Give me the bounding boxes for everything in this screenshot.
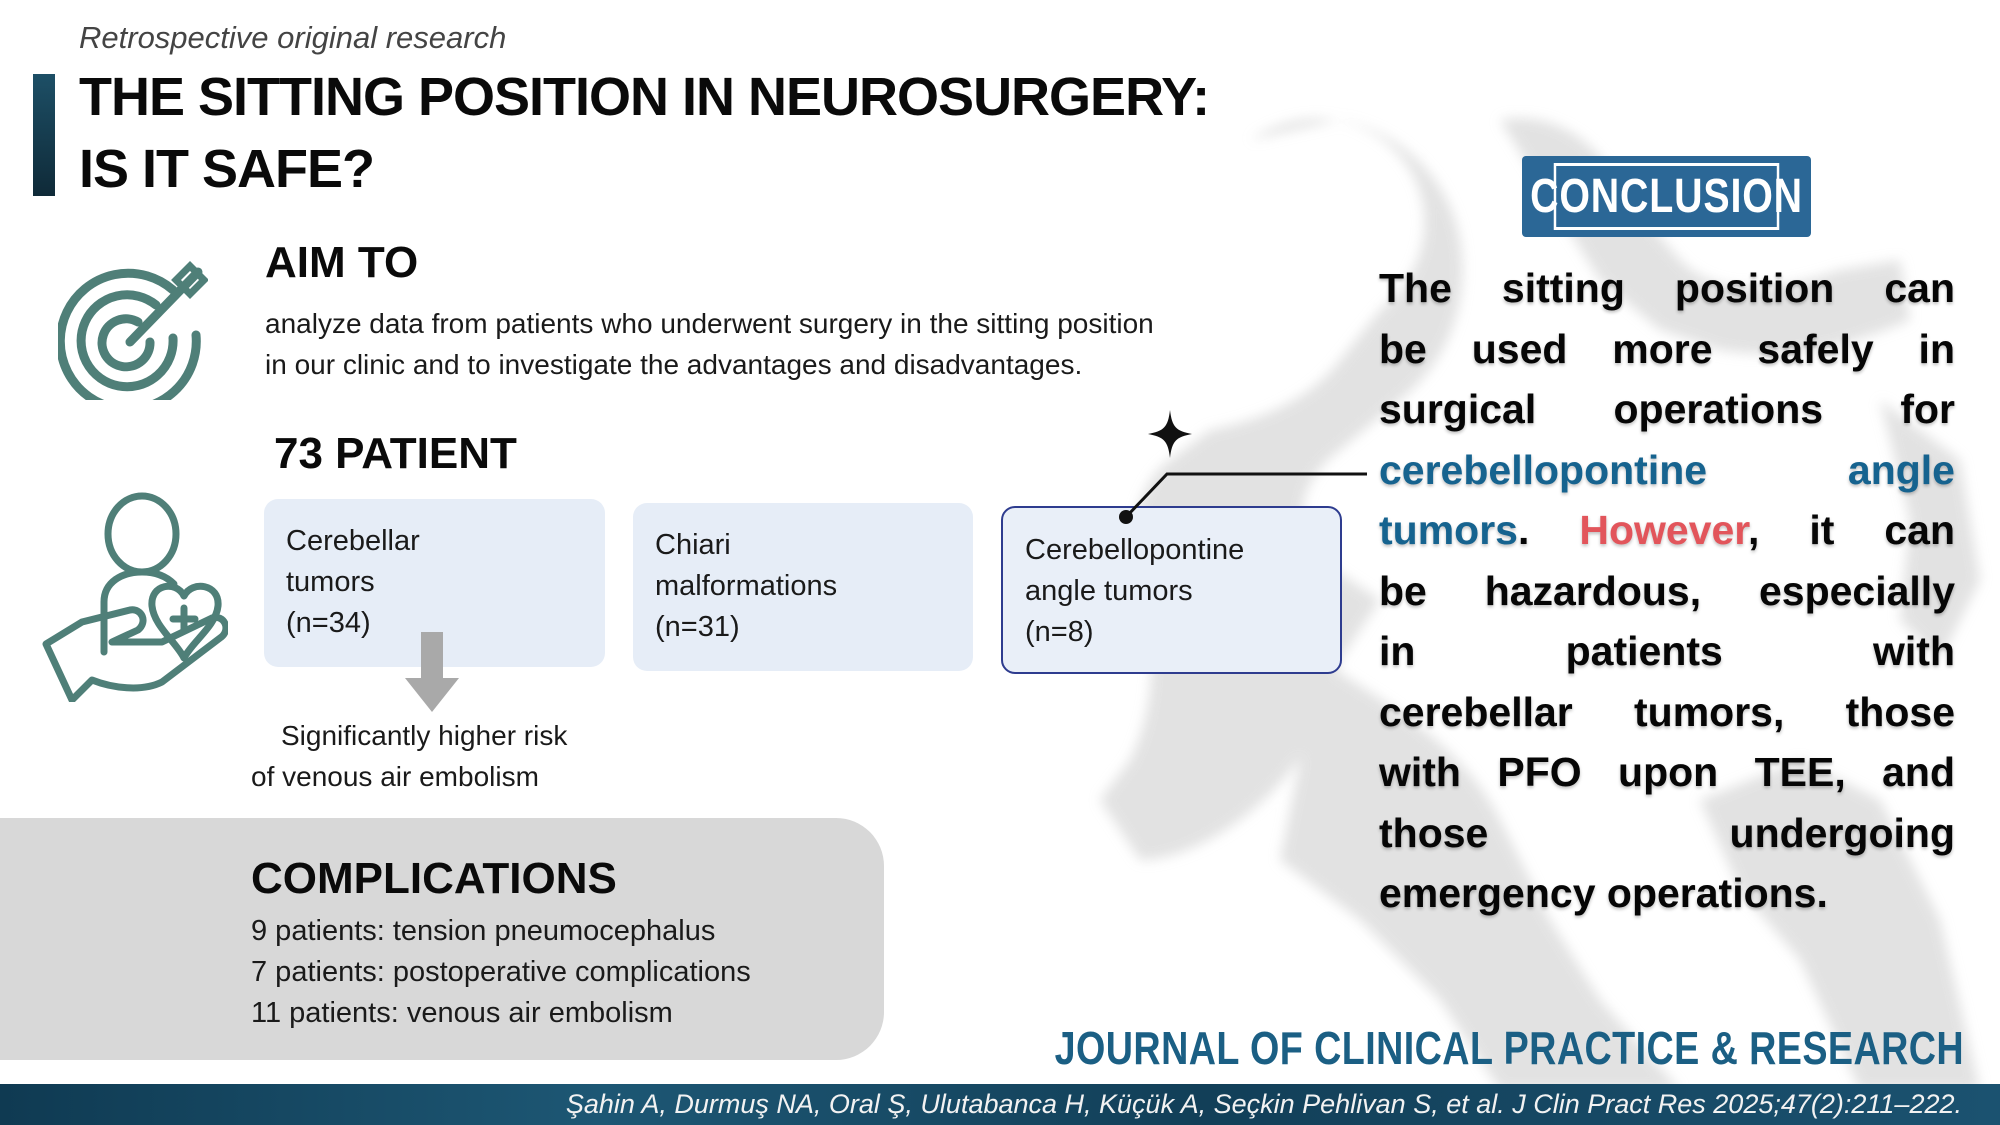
group-name: Cerebellar bbox=[286, 525, 420, 557]
complications-panel: COMPLICATIONS 9 patients: tension pneumo… bbox=[0, 818, 884, 1060]
group-name: Chiari bbox=[655, 529, 731, 561]
aim-text-line1: analyze data from patients who underwent… bbox=[265, 308, 1154, 339]
group-card-cerebellopontine-angle-tumors: Cerebellopontine angle tumors (n=8) bbox=[1001, 506, 1342, 674]
citation: Şahin A, Durmuş NA, Oral Ş, Ulutabanca H… bbox=[565, 1089, 1962, 1119]
group-card-chiari-malformations: Chiari malformations (n=31) bbox=[633, 503, 973, 671]
group-count: (n=34) bbox=[286, 607, 371, 639]
title-accent-bar bbox=[33, 74, 55, 196]
conclusion-text: The sitting position can be used more sa… bbox=[1379, 258, 1955, 924]
complication-item: 9 patients: tension pneumocephalus bbox=[251, 915, 716, 947]
complication-item: 11 patients: venous air embolism bbox=[251, 997, 673, 1029]
conclusion-line: be used more safely in bbox=[1379, 325, 1955, 372]
group-count: (n=31) bbox=[655, 611, 740, 643]
conclusion-line: cerebellar tumors, those bbox=[1379, 688, 1955, 735]
footer-band: Şahin A, Durmuş NA, Oral Ş, Ulutabanca H… bbox=[0, 1084, 2000, 1125]
conclusion-line: surgical operations for bbox=[1379, 386, 1955, 432]
target-arrow-icon bbox=[58, 261, 208, 400]
journal-name: JOURNAL OF CLINICAL PRACTICE & RESEARCH bbox=[1054, 1022, 1964, 1074]
conclusion-badge-label: CONCLUSION bbox=[1530, 163, 1802, 230]
conclusion-line: tumors. However, it can bbox=[1379, 500, 1955, 561]
article-type-label: Retrospective original research bbox=[79, 20, 507, 55]
callout-connector-with-sparkle-icon bbox=[1119, 410, 1367, 524]
aim-text-line2: in our clinic and to investigate the adv… bbox=[265, 349, 1083, 380]
conclusion-line: those undergoing bbox=[1379, 809, 1955, 856]
conclusion-text-fragment: , it can bbox=[1748, 507, 1955, 553]
down-arrow-icon bbox=[405, 632, 459, 712]
aim-heading: AIM TO bbox=[265, 238, 419, 287]
highlight-red-text: However bbox=[1579, 507, 1748, 553]
conclusion-line-highlight: cerebellopontine angle bbox=[1379, 446, 1955, 493]
patient-care-hand-heart-icon bbox=[42, 492, 228, 702]
group-name-cont: angle tumors bbox=[1025, 575, 1193, 607]
punctuation: . bbox=[1517, 507, 1530, 553]
group-name: Cerebellopontine bbox=[1025, 534, 1245, 566]
conclusion-badge: CONCLUSION bbox=[1522, 156, 1811, 237]
group-card-cerebellar-tumors: Cerebellar tumors (n=34) bbox=[264, 499, 605, 667]
highlight-blue-text: tumors bbox=[1379, 507, 1518, 553]
complications-heading: COMPLICATIONS bbox=[251, 854, 617, 903]
page-title-line2: IS IT SAFE? bbox=[79, 139, 375, 199]
conclusion-line: The sitting position can bbox=[1379, 265, 1955, 311]
conclusion-line: emergency operations. bbox=[1379, 870, 1828, 916]
risk-note-line1: Significantly higher risk bbox=[281, 720, 568, 751]
conclusion-line: with PFO upon TEE, and bbox=[1379, 749, 1955, 795]
conclusion-line: be hazardous, especially bbox=[1379, 567, 1955, 614]
page-title-line1: THE SITTING POSITION IN NEUROSURGERY: bbox=[79, 67, 1210, 127]
complication-item: 7 patients: postoperative complications bbox=[251, 956, 751, 988]
risk-note-line2: of venous air embolism bbox=[251, 761, 539, 792]
group-name-cont: malformations bbox=[655, 570, 838, 602]
group-count: (n=8) bbox=[1025, 616, 1094, 648]
patient-count-heading: 73 PATIENT bbox=[274, 429, 517, 478]
group-name-cont: tumors bbox=[286, 566, 375, 598]
conclusion-line: in patients with bbox=[1379, 628, 1955, 674]
